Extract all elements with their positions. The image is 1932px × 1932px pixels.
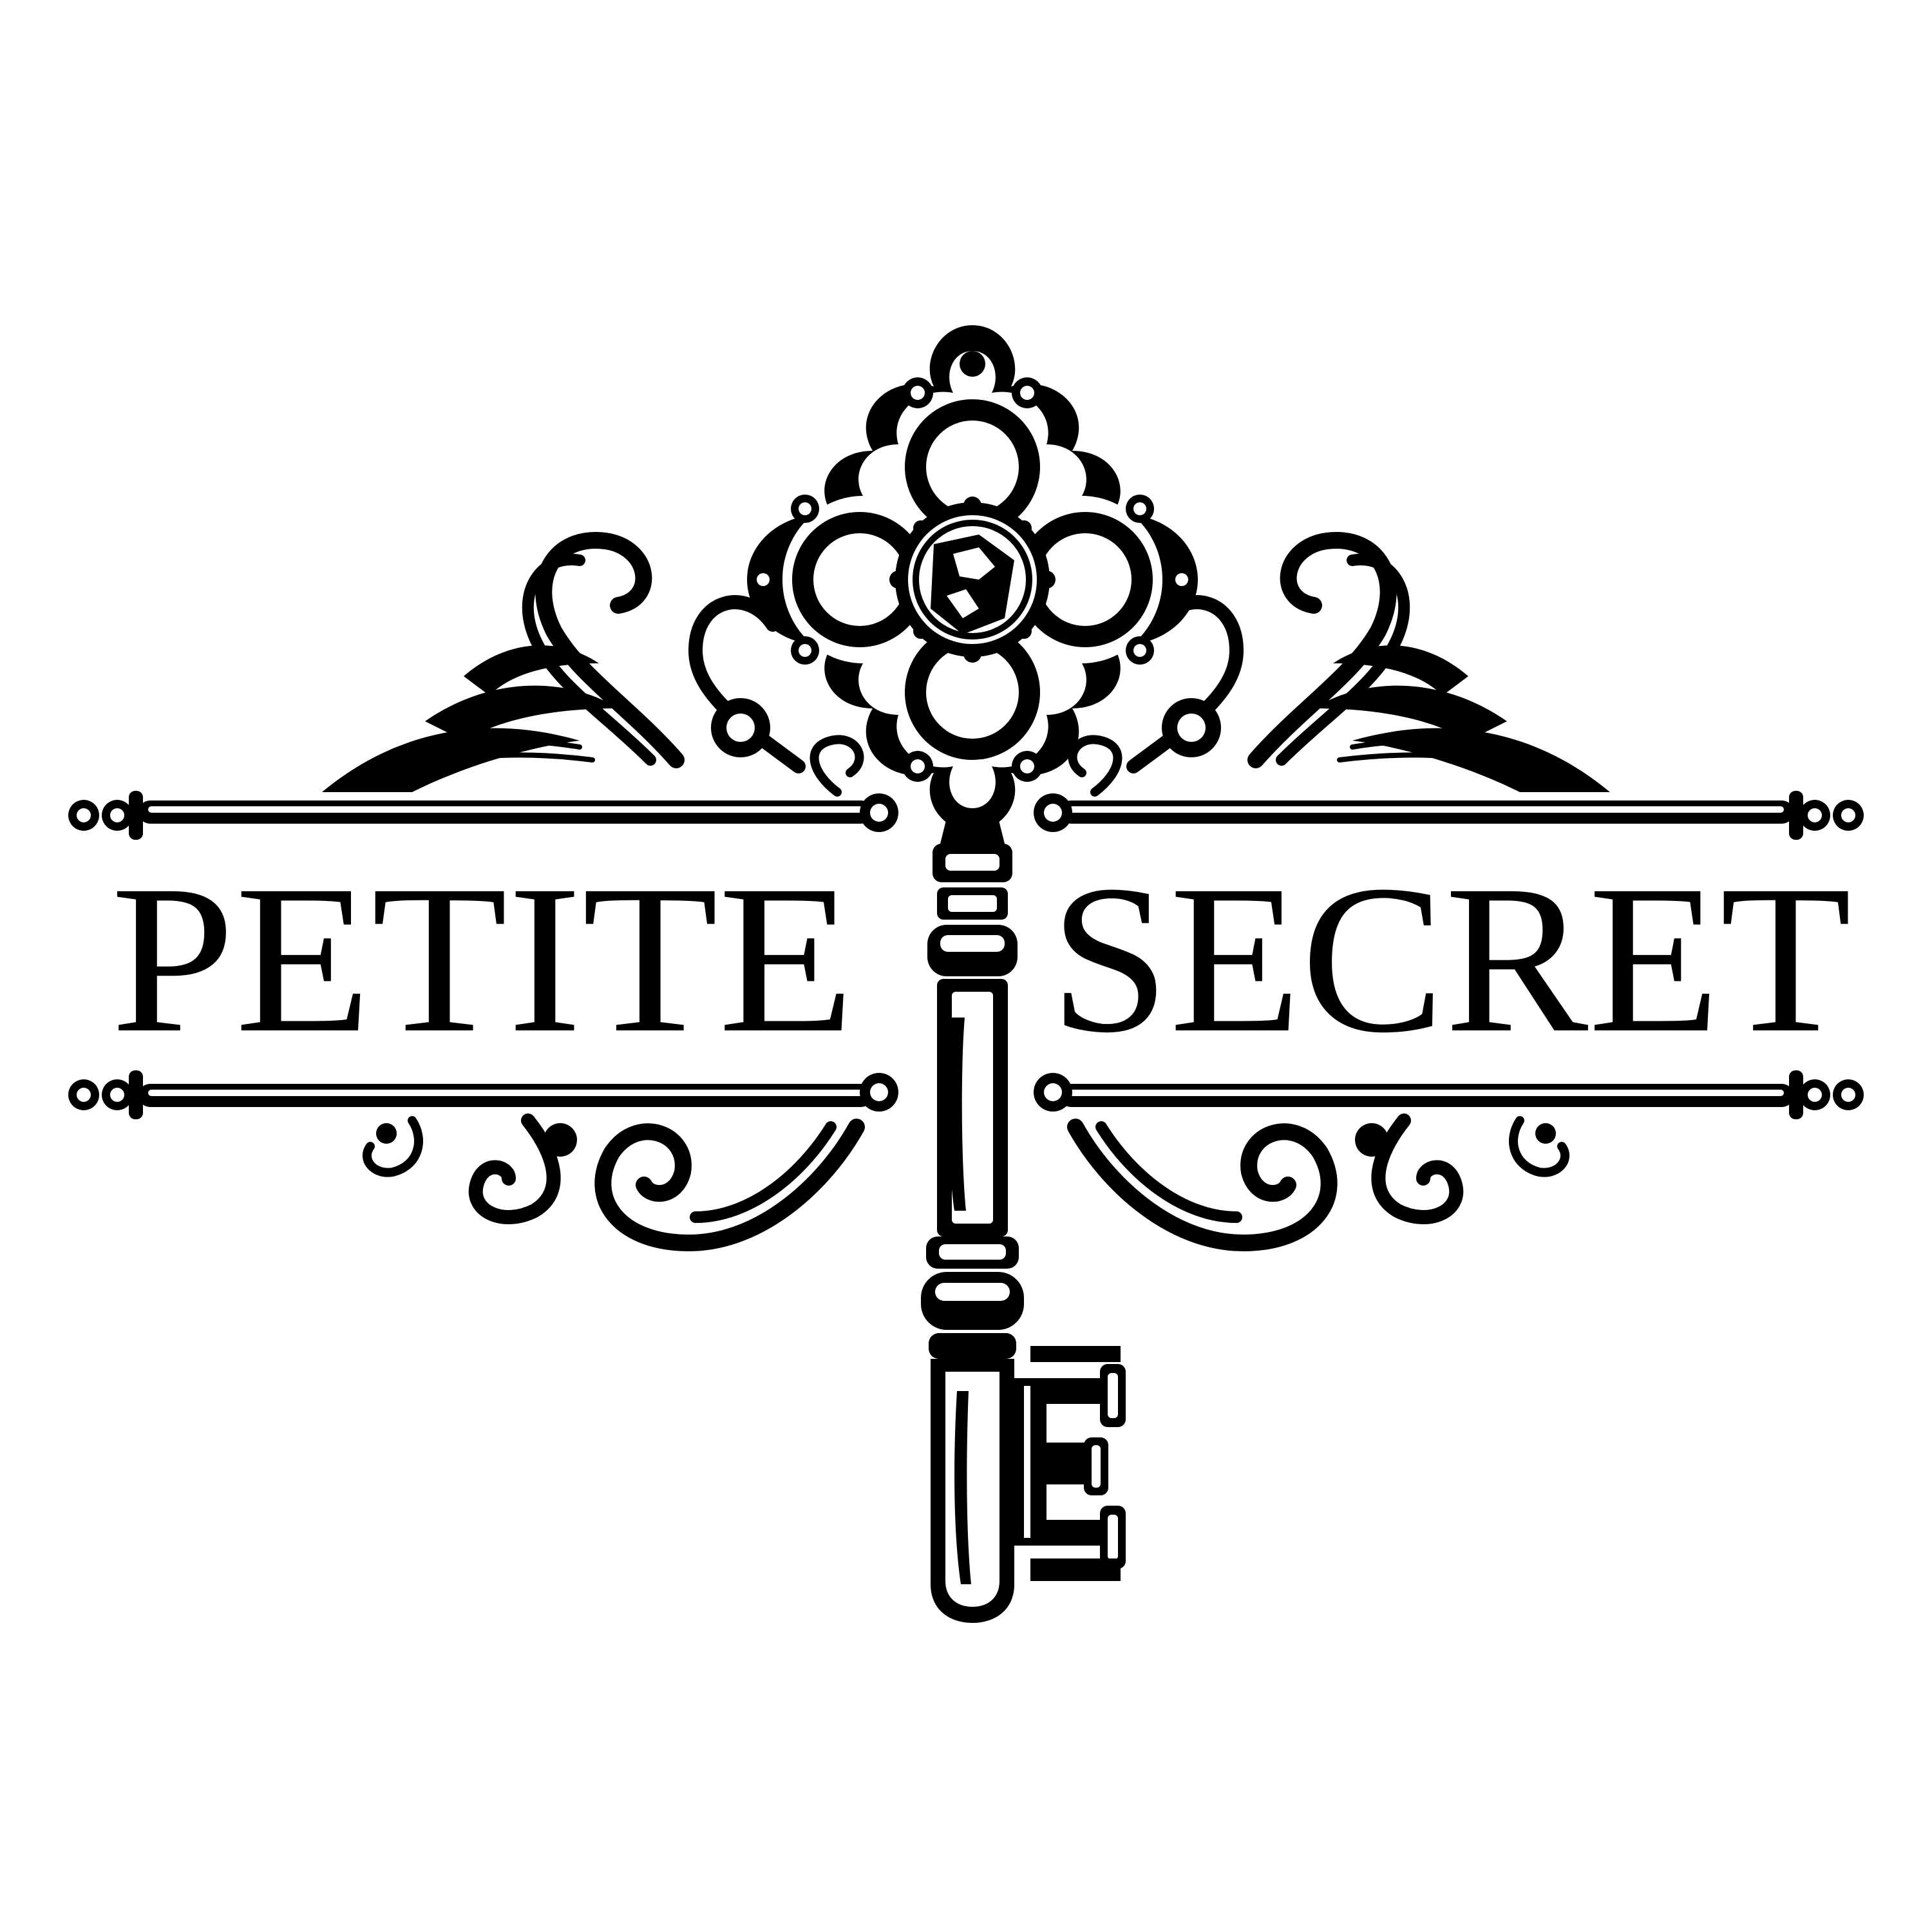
ornate-key-icon bbox=[747, 325, 1198, 1623]
rail-bottom-left bbox=[68, 1070, 898, 1119]
key-bit bbox=[1014, 1346, 1126, 1581]
wordmark-left: PETITE bbox=[111, 842, 855, 1077]
rail-top-left bbox=[68, 791, 898, 840]
rail-bottom-right bbox=[1034, 1070, 1864, 1119]
wordmark-right: SECRET bbox=[1050, 842, 1852, 1077]
rail-top-right bbox=[1034, 791, 1864, 840]
key-bow bbox=[747, 325, 1198, 831]
